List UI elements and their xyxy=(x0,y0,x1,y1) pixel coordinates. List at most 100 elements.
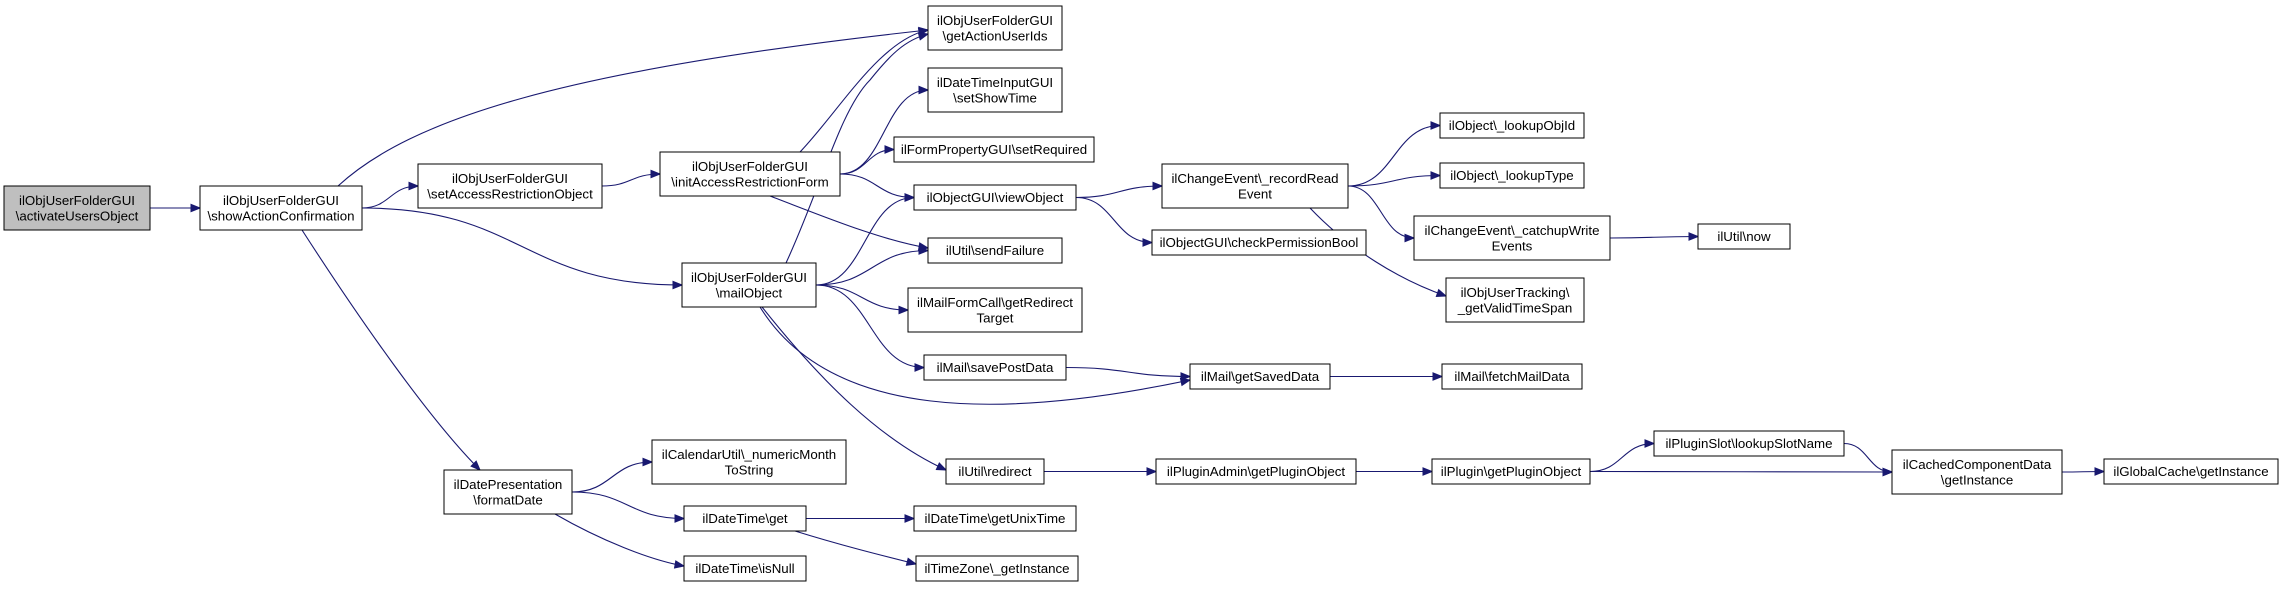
arrowhead-icon xyxy=(1142,238,1154,247)
node-label-line: ilObjectGUI\viewObject xyxy=(927,190,1064,205)
edge-recordReadEvent-to-getValidTimeSpan xyxy=(1309,207,1447,297)
edge-formatDate-to-isNull xyxy=(554,513,685,567)
node-label-line: Event xyxy=(1238,186,1272,201)
node-sendFailure[interactable]: ilUtil\sendFailure xyxy=(927,237,1063,264)
arrowhead-icon xyxy=(1435,288,1448,297)
edge-showAction-to-formatDate xyxy=(301,229,481,471)
node-setAccessRestrictionObject[interactable]: ilObjUserFolderGUI\setAccessRestrictionO… xyxy=(417,163,603,209)
node-formatDate[interactable]: ilDatePresentation\formatDate xyxy=(443,469,573,515)
edge-lookupSlotName-to-cachedGetInstance xyxy=(1843,442,1893,473)
node-label-line: ilPlugin\getPluginObject xyxy=(1441,464,1582,479)
edge-catchupWriteEvents-to-now xyxy=(1609,235,1699,239)
node-initAccessRestrictionForm[interactable]: ilObjUserFolderGUI\initAccessRestriction… xyxy=(659,151,841,197)
node-box xyxy=(1155,458,1357,485)
arrowhead-icon xyxy=(905,557,918,566)
node-label-line: ilObject\_lookupObjId xyxy=(1449,118,1575,133)
edge-initAccessRestrictionForm-to-sendFailure xyxy=(769,195,929,249)
root-node[interactable]: ilObjUserFolderGUI\activateUsersObject xyxy=(3,185,151,231)
node-label-line: \initAccessRestrictionForm xyxy=(671,174,828,189)
node-label-line: ilChangeEvent\_recordRead xyxy=(1171,171,1338,186)
node-getValidTimeSpan[interactable]: ilObjUserTracking\_getValidTimeSpan xyxy=(1445,277,1585,323)
node-mailObject[interactable]: ilObjUserFolderGUI\mailObject xyxy=(681,262,817,308)
arrowhead-icon xyxy=(1432,372,1444,381)
node-fetchMailData[interactable]: ilMail\fetchMailData xyxy=(1441,363,1583,390)
arrowhead-icon xyxy=(918,246,930,255)
node-showAction[interactable]: ilObjUserFolderGUI\showActionConfirmatio… xyxy=(199,185,363,231)
node-box xyxy=(3,185,151,231)
node-cachedGetInstance[interactable]: ilCachedComponentData\getInstance xyxy=(1891,449,2063,495)
call-graph-edges xyxy=(149,26,2106,569)
node-checkPermissionBool[interactable]: ilObjectGUI\checkPermissionBool xyxy=(1151,229,1367,256)
node-box xyxy=(1439,162,1585,189)
node-getSavedData[interactable]: ilMail\getSavedData xyxy=(1189,363,1331,390)
arrowhead-icon xyxy=(1644,439,1656,448)
node-lookupSlotName[interactable]: ilPluginSlot\lookupSlotName xyxy=(1653,430,1845,457)
node-now[interactable]: ilUtil\now xyxy=(1697,223,1791,250)
arrowhead-icon xyxy=(914,363,926,372)
node-box xyxy=(1413,215,1611,261)
node-label-line: ilMail\getSavedData xyxy=(1201,369,1320,384)
edge-mailObject-to-getSavedData xyxy=(759,306,1191,405)
node-viewObject[interactable]: ilObjectGUI\viewObject xyxy=(913,184,1077,211)
arrowhead-icon xyxy=(935,462,948,471)
node-box xyxy=(681,262,817,308)
node-savePostData[interactable]: ilMail\savePostData xyxy=(923,354,1067,381)
edge-mailObject-to-savePostData xyxy=(815,284,925,369)
arrowhead-icon xyxy=(2094,467,2106,476)
node-box xyxy=(927,237,1063,264)
edge-mailObject-to-getActionUserIds xyxy=(785,33,929,264)
node-box xyxy=(927,67,1063,113)
node-globalCacheGetInstance[interactable]: ilGlobalCache\getInstance xyxy=(2103,458,2279,485)
node-redirect[interactable]: ilUtil\redirect xyxy=(945,458,1045,485)
arrowhead-icon xyxy=(1404,233,1416,243)
node-label-line: \formatDate xyxy=(473,492,542,507)
node-label-line: ilObject\_lookupType xyxy=(1450,168,1573,183)
edge-mailObject-to-getRedirectTarget xyxy=(815,284,909,311)
arrowhead-icon xyxy=(1180,372,1192,381)
arrowhead-icon xyxy=(650,169,662,179)
node-getActionUserIds[interactable]: ilObjUserFolderGUI\getActionUserIds xyxy=(927,5,1063,51)
node-label-line: ilMailFormCall\getRedirect xyxy=(917,295,1073,310)
node-label-line: ilDateTime\get xyxy=(702,511,788,526)
arrowhead-icon xyxy=(1430,171,1442,180)
node-label-line: ilDateTime\getUnixTime xyxy=(925,511,1066,526)
node-dateTimeGet[interactable]: ilDateTime\get xyxy=(683,505,807,532)
arrowhead-icon xyxy=(673,560,686,569)
node-getPluginObject[interactable]: ilPlugin\getPluginObject xyxy=(1431,458,1591,485)
node-box xyxy=(893,136,1095,163)
node-setShowTime[interactable]: ilDateTimeInputGUI\setShowTime xyxy=(927,67,1063,113)
node-timeZoneGetInstance[interactable]: ilTimeZone\_getInstance xyxy=(915,555,1079,582)
node-label-line: ilGlobalCache\getInstance xyxy=(2113,464,2268,479)
edge-mailObject-to-sendFailure xyxy=(815,249,929,286)
arrowhead-icon xyxy=(1422,467,1434,476)
edge-viewObject-to-recordReadEvent xyxy=(1075,185,1163,199)
node-label-line: ilObjUserFolderGUI xyxy=(19,193,135,208)
arrowhead-icon xyxy=(408,181,420,191)
node-box xyxy=(1445,277,1585,323)
node-lookupObjId[interactable]: ilObject\_lookupObjId xyxy=(1439,112,1585,139)
node-label-line: ilFormPropertyGUI\setRequired xyxy=(901,142,1087,157)
node-label-line: ilPluginAdmin\getPluginObject xyxy=(1167,464,1345,479)
node-box xyxy=(1161,163,1349,209)
node-isNull[interactable]: ilDateTime\isNull xyxy=(683,555,807,582)
arrowhead-icon xyxy=(470,460,481,471)
node-box xyxy=(907,287,1083,333)
node-label-line: ilObjectGUI\checkPermissionBool xyxy=(1160,235,1359,250)
node-setRequired[interactable]: ilFormPropertyGUI\setRequired xyxy=(893,136,1095,163)
node-getPluginObjectAdmin[interactable]: ilPluginAdmin\getPluginObject xyxy=(1155,458,1357,485)
node-label-line: \setAccessRestrictionObject xyxy=(427,186,593,201)
node-box xyxy=(1439,112,1585,139)
node-label-line: _getValidTimeSpan xyxy=(1457,300,1573,315)
node-lookupType[interactable]: ilObject\_lookupType xyxy=(1439,162,1585,189)
node-label-line: ilMail\fetchMailData xyxy=(1454,369,1570,384)
node-box xyxy=(2103,458,2279,485)
node-getUnixTime[interactable]: ilDateTime\getUnixTime xyxy=(913,505,1077,532)
node-label-line: ilObjUserFolderGUI xyxy=(223,193,339,208)
node-label-line: ilDatePresentation xyxy=(454,477,563,492)
arrowhead-icon xyxy=(674,514,686,523)
